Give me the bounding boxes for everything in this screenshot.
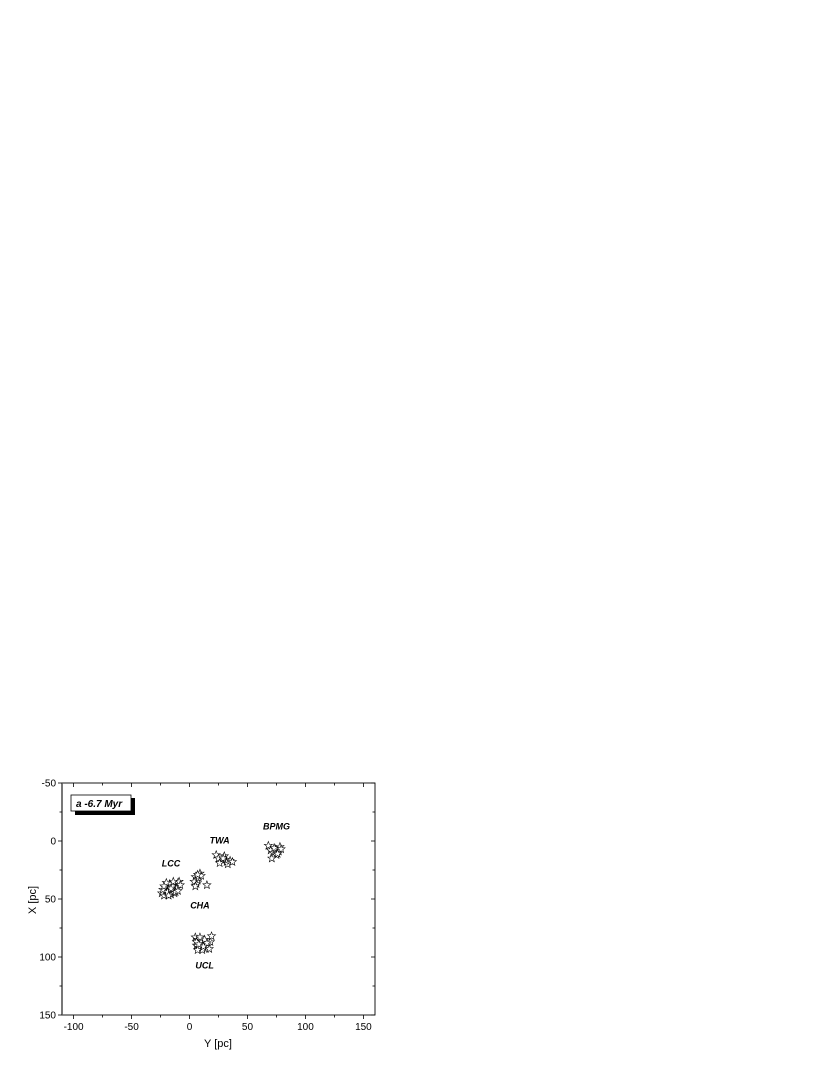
group-label-ucl: UCL [195, 961, 214, 971]
y-tick-label: 150 [39, 1011, 56, 1022]
star-marker-icon [202, 938, 212, 948]
x-tick-label: -50 [124, 1022, 139, 1033]
star-marker-icon [195, 932, 205, 942]
group-labels: LCC CHA TWA BPMG UCL [162, 821, 290, 970]
y-tick-label: 100 [39, 953, 56, 964]
star-marker-icon [190, 881, 201, 891]
star-marker-icon [267, 853, 277, 863]
star-marker-icon [192, 944, 203, 955]
star-marker-icon [211, 849, 221, 860]
star-marker-icon [166, 883, 176, 893]
annotation-text: a -6.7 Myr [76, 799, 123, 810]
plot-frame [61, 782, 376, 1016]
annotation-frame [70, 794, 132, 812]
star-marker-icon [269, 842, 279, 853]
star-marker-icon [159, 881, 169, 891]
series-bpmg [263, 840, 286, 863]
axes: -100 -50 0 50 100 150 -50 0 50 100 150 [39, 779, 375, 1033]
annotation-box: a -6.7 Myr [70, 794, 135, 815]
star-marker-icon [206, 931, 217, 941]
series-cha [189, 868, 212, 891]
series-lcc [156, 876, 186, 900]
y-tick-label: 50 [45, 895, 57, 906]
star-marker-icon [272, 848, 283, 858]
star-marker-icon [175, 880, 186, 890]
star-marker-icon [218, 853, 228, 863]
group-label-bpmg: BPMG [263, 821, 290, 831]
group-label-twa: TWA [210, 835, 230, 845]
x-axis-title: Y [pc] [204, 1038, 232, 1050]
star-marker-icon [276, 844, 286, 854]
star-marker-icon [227, 856, 238, 866]
star-marker-icon [263, 840, 274, 850]
x-tick-label: 100 [297, 1022, 314, 1033]
series-twa [211, 849, 238, 869]
star-marker-icon [193, 939, 204, 949]
x-tick-label: 50 [242, 1022, 254, 1033]
series-ucl [190, 931, 217, 955]
star-marker-icon [161, 877, 172, 887]
star-marker-icon [173, 885, 183, 895]
y-axis-title: X [pc] [27, 886, 39, 914]
y-tick-label: 0 [50, 837, 56, 848]
plot-area [61, 782, 376, 1016]
y-tick-label: -50 [42, 779, 57, 790]
x-tick-label: 0 [187, 1022, 193, 1033]
star-marker-icon [168, 876, 179, 886]
data-points [156, 840, 286, 955]
group-label-lcc: LCC [162, 859, 181, 869]
group-label-cha: CHA [190, 900, 210, 910]
x-tick-label: -100 [64, 1022, 84, 1033]
star-marker-icon [204, 943, 215, 953]
star-marker-icon [214, 857, 225, 868]
star-marker-icon [163, 890, 174, 900]
x-tick-label: 150 [355, 1022, 372, 1033]
star-marker-icon [202, 880, 212, 890]
star-marker-icon [192, 869, 203, 879]
